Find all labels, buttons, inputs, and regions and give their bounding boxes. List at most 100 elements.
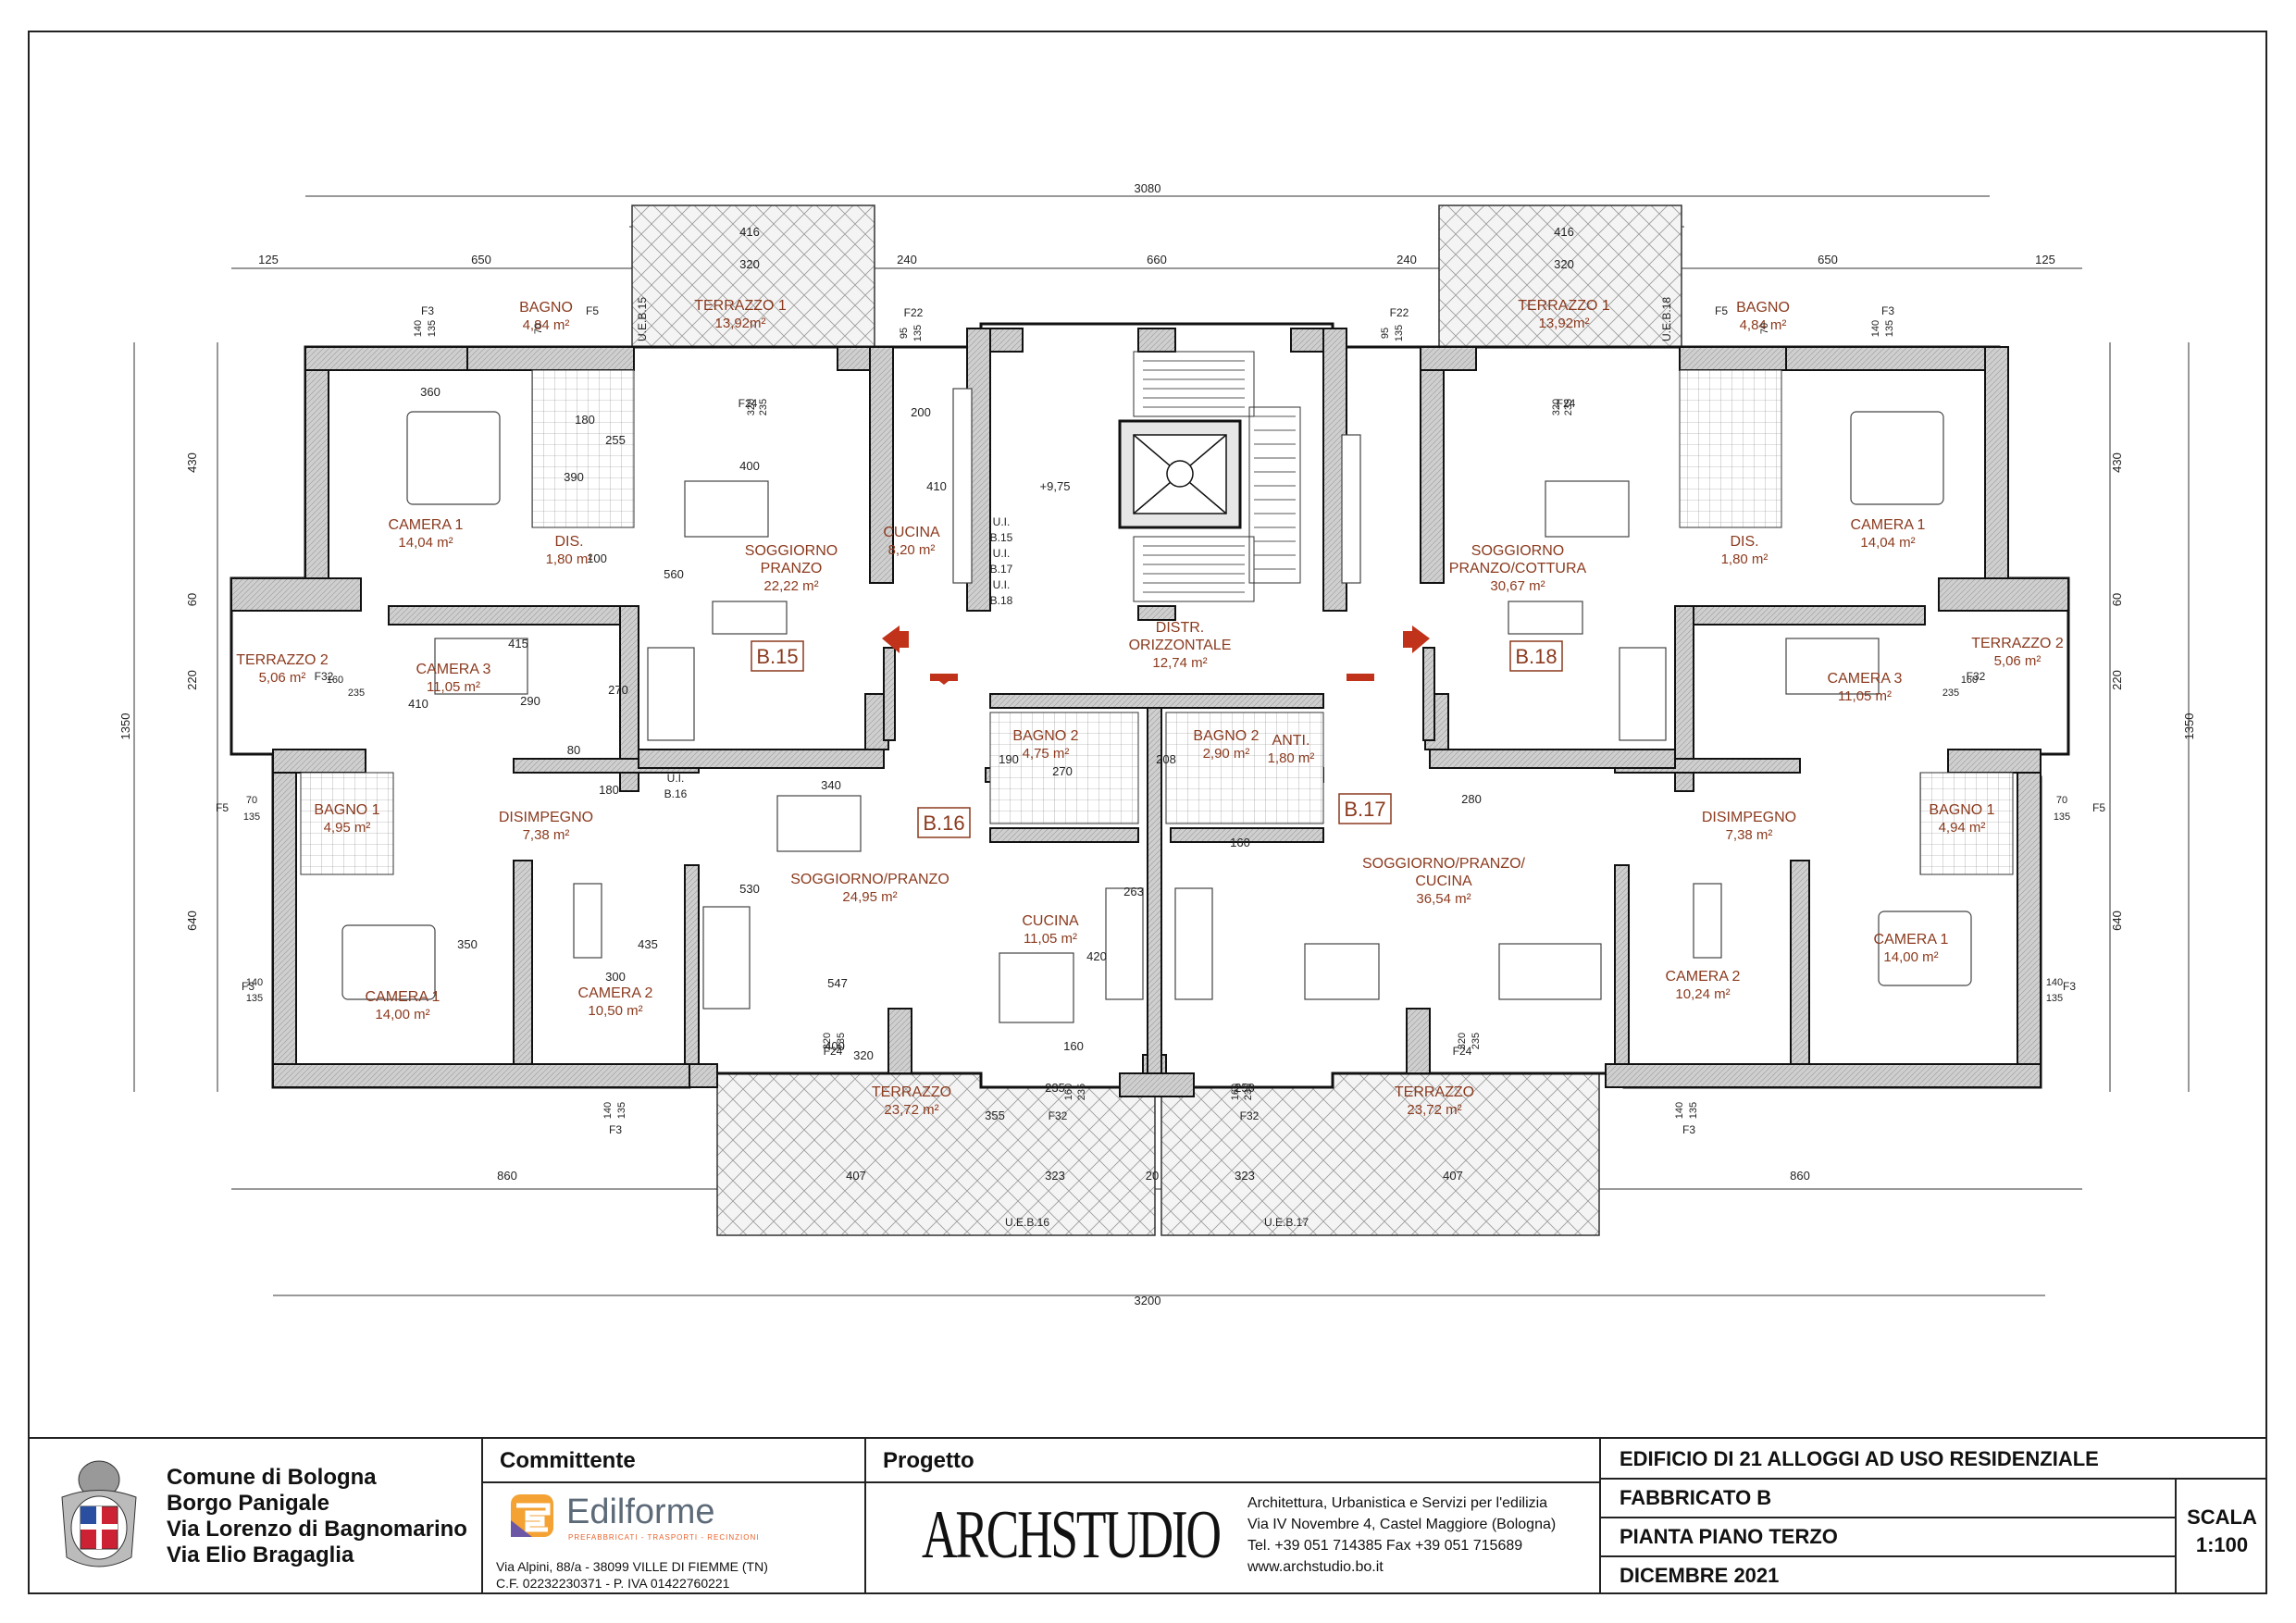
dim-interior: 263 bbox=[1123, 885, 1144, 898]
room-name-line2: ORIZZONTALE bbox=[1129, 638, 1232, 653]
room-area: 36,54 m² bbox=[1416, 891, 1471, 907]
bologna-coat-of-arms-icon bbox=[61, 1460, 137, 1567]
dim-interior: 390 bbox=[564, 470, 584, 484]
dim-bottom-segment: 20 bbox=[1146, 1169, 1159, 1183]
client-tax-ids: C.F. 02232230371 - P. IVA 01422760221 bbox=[496, 1576, 730, 1591]
ui-tag-line: U.I. bbox=[993, 547, 1011, 560]
room-name-line2: PRANZO bbox=[761, 561, 823, 576]
furniture bbox=[341, 388, 1972, 1023]
dim-bottom-segment: 407 bbox=[846, 1169, 866, 1183]
dim-top-segment: 125 bbox=[258, 253, 279, 266]
window-dim-code: 235 bbox=[348, 688, 365, 699]
window-tag: F5 bbox=[2092, 801, 2105, 814]
room-name: SOGGIORNO/PRANZO bbox=[790, 872, 949, 887]
bathroom-floors bbox=[300, 369, 2014, 875]
dim-bottom-segment: 323 bbox=[1235, 1169, 1255, 1183]
dim-interior: 415 bbox=[508, 637, 528, 650]
window-dim-code: 70 bbox=[2056, 795, 2067, 806]
room-name: ANTI. bbox=[1272, 733, 1310, 749]
room-name: BAGNO 2 bbox=[1193, 728, 1259, 744]
dim-left-height: 430 bbox=[185, 452, 199, 473]
dim-interior: 270 bbox=[1052, 764, 1073, 778]
window-dim-code: 95 bbox=[899, 328, 910, 339]
window-tag: F32 bbox=[1967, 670, 1986, 683]
window-tag: F3 bbox=[242, 980, 254, 993]
ui-tag-line: B.17 bbox=[990, 563, 1013, 576]
room-area: 12,74 m² bbox=[1152, 655, 1207, 671]
room-area: 23,72 m² bbox=[884, 1102, 938, 1118]
window-dim-code: 160 bbox=[327, 675, 343, 686]
dim-side-total: 1350 bbox=[118, 713, 132, 740]
dim-top-segment: 125 bbox=[2035, 253, 2055, 266]
project-studio-cell: Progetto ARCHSTUDIO Architettura, Urbani… bbox=[866, 1439, 1601, 1594]
room-area: 1,80 m² bbox=[546, 551, 593, 567]
window-dim-code: 140 bbox=[246, 977, 263, 988]
room-area: 10,24 m² bbox=[1675, 986, 1730, 1002]
room-area: 22,22 m² bbox=[763, 578, 818, 594]
archstudio-logo: ARCHSTUDIO bbox=[922, 1497, 1222, 1573]
window-dim-code: 70 bbox=[533, 323, 544, 334]
window-tag: F32 bbox=[1049, 1109, 1068, 1122]
dim-interior: 360 bbox=[420, 385, 441, 399]
dim-left-height: 60 bbox=[185, 593, 199, 606]
window-tag: F5 bbox=[586, 304, 599, 317]
room-name-line2: CUCINA bbox=[1415, 873, 1472, 889]
unit-tags: B.15B.16B.17B.18U.I.B.15U.I.B.17U.I.B.18… bbox=[216, 297, 2105, 1229]
room-name: BAGNO bbox=[1736, 300, 1790, 316]
window-dim-code: 235 bbox=[836, 1033, 847, 1049]
unit-tag: B.17 bbox=[1344, 798, 1385, 821]
municipality-street-2: Via Elio Bragaglia bbox=[167, 1542, 354, 1567]
room-name: TERRAZZO bbox=[1395, 1084, 1474, 1100]
room-name: TERRAZZO 1 bbox=[694, 298, 787, 314]
window-dim-code: 160 bbox=[1230, 1084, 1241, 1100]
unit-tag: B.15 bbox=[756, 645, 798, 668]
window-dim-code: 135 bbox=[1688, 1102, 1699, 1119]
client-address: Via Alpini, 88/a - 38099 VILLE DI FIEMME… bbox=[496, 1559, 768, 1574]
client-name: Edilforme bbox=[566, 1493, 715, 1531]
dim-interior: 340 bbox=[821, 778, 841, 792]
window-dim-code: 135 bbox=[243, 812, 260, 823]
dim-interior: 200 bbox=[911, 405, 931, 419]
window-dim-code: 70 bbox=[246, 795, 257, 806]
window-dim-code: 135 bbox=[1394, 325, 1405, 341]
room-area: 2,90 m² bbox=[1203, 746, 1250, 762]
window-dim-code: 135 bbox=[2046, 993, 2063, 1004]
dim-interior: 420 bbox=[1086, 949, 1107, 963]
room-area: 7,38 m² bbox=[1726, 827, 1773, 843]
window-dim-code: 235 bbox=[1076, 1084, 1087, 1100]
dim-interior: 280 bbox=[1461, 792, 1482, 806]
dim-top-segment: 240 bbox=[1396, 253, 1417, 266]
room-area: 14,00 m² bbox=[1883, 949, 1938, 965]
room-name: CAMERA 1 bbox=[389, 517, 464, 533]
unit-tag-box bbox=[751, 640, 804, 672]
project-info-cell: EDIFICIO DI 21 ALLOGGI AD USO RESIDENZIA… bbox=[1601, 1439, 2267, 1594]
window-dim-code: 235 bbox=[758, 399, 769, 415]
entrance-arrows bbox=[882, 626, 1430, 685]
window-tag: F3 bbox=[1881, 304, 1894, 317]
edilforme-logo-icon bbox=[511, 1494, 553, 1537]
room-name: TERRAZZO bbox=[872, 1084, 951, 1100]
room-area: 4,84 m² bbox=[1740, 317, 1787, 333]
window-dim-code: 160 bbox=[1063, 1084, 1074, 1100]
room-area: 11,05 m² bbox=[427, 679, 480, 695]
window-dim-code: 135 bbox=[2054, 812, 2070, 823]
window-dim-code: 320 bbox=[1457, 1033, 1468, 1049]
dim-left-height: 640 bbox=[185, 911, 199, 931]
client-tagline: PREFABBRICATI - TRASPORTI - RECINZIONI bbox=[568, 1533, 760, 1542]
room-area: 11,05 m² bbox=[1024, 931, 1077, 947]
window-dim-code: 70 bbox=[1759, 323, 1770, 334]
window-dim-code: 135 bbox=[912, 325, 924, 341]
room-area: 4,84 m² bbox=[523, 317, 570, 333]
dim-interior: 547 bbox=[827, 976, 848, 990]
room-name: TERRAZZO 2 bbox=[1971, 636, 2064, 651]
window-tag: F3 bbox=[421, 304, 434, 317]
dim-interior: 400 bbox=[825, 1039, 845, 1053]
room-name: CUCINA bbox=[883, 525, 940, 540]
window-dim-code: 140 bbox=[413, 320, 424, 337]
ui-tag-line: U.I. bbox=[667, 772, 685, 785]
ue-tag: U.E.B.18 bbox=[1660, 297, 1673, 341]
studio-info-line: Tel. +39 051 714385 Fax +39 051 715689 bbox=[1247, 1538, 1523, 1554]
dim-top-segment: 650 bbox=[471, 253, 491, 266]
dim-interior: 300 bbox=[605, 970, 626, 984]
